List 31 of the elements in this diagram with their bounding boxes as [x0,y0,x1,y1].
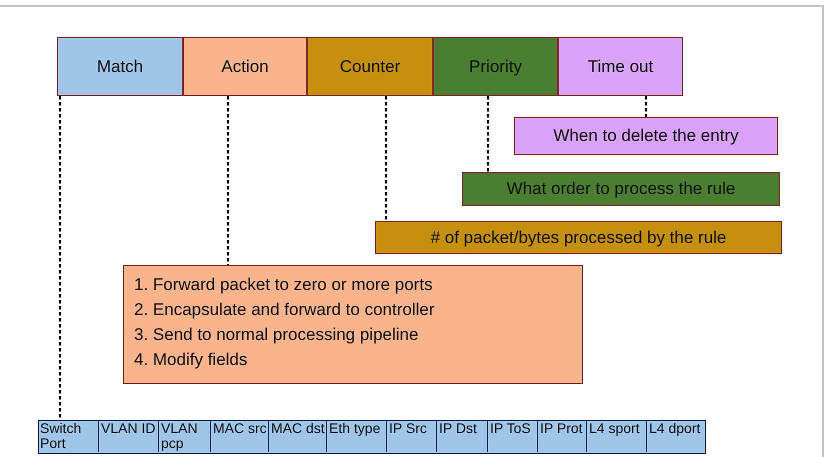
action-list-box [123,265,583,384]
field-header-box: Time out [558,37,683,96]
leader-line [58,96,62,420]
field-header-box: Counter [307,37,433,96]
field-cell: IP Prot [537,420,586,452]
leader-line [226,96,230,265]
field-cell: Switch Port [38,420,98,452]
field-cell: L4 sport [586,420,646,452]
header-fields-strip [38,420,706,454]
field-header-box: Action [183,37,307,96]
list-item: 4. Modify fields [134,349,248,371]
field-cell: MAC src [210,420,268,452]
field-cell: VLAN ID [98,420,158,452]
field-cell: L4 dport [646,420,706,452]
field-cell: IP Dst [436,420,487,452]
leader-line [384,96,388,221]
field-cell: IP Src [386,420,436,452]
list-item: 2. Encapsulate and forward to controller [134,299,435,321]
field-header-box: Priority [433,37,558,96]
leader-line [644,96,648,117]
field-cell: VLAN pcp [158,420,210,452]
list-item: 3. Send to normal processing pipeline [134,324,418,346]
description-box: What order to process the rule [462,172,780,206]
list-item: 1. Forward packet to zero or more ports [134,274,433,296]
leader-line [486,96,490,172]
field-cell: Eth type [326,420,386,452]
field-header-box: Match [57,37,183,96]
description-box: # of packet/bytes processed by the rule [375,221,782,254]
field-cell: MAC dst [268,420,326,452]
field-cell: IP ToS [487,420,537,452]
description-box: When to delete the entry [514,117,778,155]
